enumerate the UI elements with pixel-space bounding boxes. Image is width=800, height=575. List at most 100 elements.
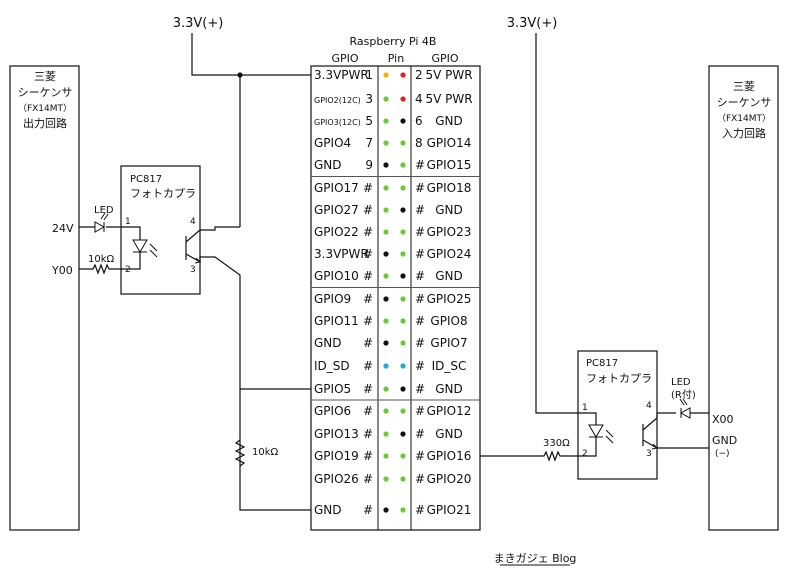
pin-name-left: GPIO11 xyxy=(314,314,359,328)
pin-dot-left xyxy=(383,476,389,482)
output-label-x00: X00 xyxy=(712,413,734,426)
pin-name-left: GPIO19 xyxy=(314,449,359,463)
pin-row: 3.3VPWR##GPIO24 xyxy=(314,247,471,261)
pin-name-right: GND xyxy=(435,269,463,283)
optocoupler-left-box xyxy=(120,165,201,295)
pin-number-right: # xyxy=(415,382,425,396)
pin-row: GPIO27##GND xyxy=(314,203,463,217)
pin-dot-left xyxy=(383,72,389,78)
pin-dot-left xyxy=(383,96,389,102)
pin-name-right: GPIO7 xyxy=(430,336,467,350)
wire-supply-right xyxy=(535,33,578,414)
pin-dot-left xyxy=(383,340,389,346)
pin-name-left: GPIO17 xyxy=(314,181,359,195)
pin-number-left: # xyxy=(363,472,373,486)
plc-input-box xyxy=(708,65,779,531)
resistor-label-left: 10kΩ xyxy=(88,254,115,265)
pin-number-left: # xyxy=(363,292,373,306)
plc-output-line-3: （FX14MT） xyxy=(18,103,72,114)
pin-name-right: GPIO16 xyxy=(427,449,472,463)
wire-oc-left-emitter xyxy=(199,256,311,511)
optocoupler-left-model: PC817 xyxy=(130,174,162,185)
pin-number-left: # xyxy=(363,382,373,396)
pin-dot-right xyxy=(400,296,406,302)
footer-blog-label: まきガジェ Blog xyxy=(494,552,577,565)
pin-name-left: ID_SD xyxy=(314,359,350,373)
pin-dot-right xyxy=(400,431,406,437)
pin-name-left: GND xyxy=(314,336,342,350)
pin-number-right: 2 xyxy=(415,68,423,82)
pin-number-left: # xyxy=(363,503,373,517)
plc-output-line-2: シーケンサ xyxy=(18,86,73,99)
plc-input-line-3: （FX14MT） xyxy=(717,113,771,124)
pullup-resistor-label: 10kΩ xyxy=(252,447,279,458)
pin-dot-right xyxy=(400,118,406,124)
pin-number-right: # xyxy=(415,472,425,486)
led-indicator-left-icon xyxy=(94,212,109,233)
pin-dot-right xyxy=(400,386,406,392)
pullup-resistor xyxy=(234,439,246,467)
pin-name-right: GND xyxy=(435,427,463,441)
optocoupler-right-pin-3: 3 xyxy=(646,449,652,459)
pin-name-left: GPIO13 xyxy=(314,427,359,441)
pin-number-right: # xyxy=(415,247,425,261)
plc-input-line-4: 入力回路 xyxy=(722,127,766,140)
junction-dot-top xyxy=(237,72,243,78)
pin-name-left: GPIO6 xyxy=(314,404,351,418)
pin-dot-right xyxy=(400,185,406,191)
pin-name-right: GPIO25 xyxy=(427,292,472,306)
led-indicator-right-icon xyxy=(679,398,691,419)
led-note-right: (R付) xyxy=(671,388,696,401)
pin-name-right: GPIO14 xyxy=(427,136,472,150)
pin-name-left: 3.3VPWR xyxy=(314,247,369,261)
pin-dot-right xyxy=(400,251,406,257)
pin-name-right: GPIO18 xyxy=(427,181,472,195)
plc-output-line-1: 三菱 xyxy=(34,70,56,83)
pin-name-right: ID_SC xyxy=(432,359,467,373)
pin-row: GPIO10##GND xyxy=(314,269,463,283)
pin-name-left: GPIO2(12C) xyxy=(314,96,361,105)
pin-dot-right xyxy=(400,408,406,414)
board-title: Raspberry Pi 4B xyxy=(350,35,437,48)
pin-row: GPIO22##GPIO23 xyxy=(314,225,471,239)
pin-dot-left xyxy=(383,273,389,279)
pin-dot-left xyxy=(383,453,389,459)
optocoupler-right-box xyxy=(577,350,658,480)
pin-dot-right xyxy=(400,507,406,513)
input-label-24v: 24V xyxy=(52,222,74,235)
pin-number-right: # xyxy=(415,269,425,283)
pin-name-right: GPIO23 xyxy=(427,225,472,239)
optocoupler-left-pin-3: 3 xyxy=(190,265,196,275)
pin-dot-left xyxy=(383,185,389,191)
pin-name-left: GPIO27 xyxy=(314,203,359,217)
pin-name-left: GPIO10 xyxy=(314,269,359,283)
pin-dot-left xyxy=(383,507,389,513)
pin-number-left: # xyxy=(363,359,373,373)
pin-dot-right xyxy=(400,96,406,102)
pin-number-left: # xyxy=(363,225,373,239)
pin-name-left: GPIO26 xyxy=(314,472,359,486)
pin-name-right: GPIO12 xyxy=(427,404,472,418)
pin-row: GPIO9##GPIO25 xyxy=(314,292,471,306)
pin-name-right: GPIO15 xyxy=(427,158,472,172)
pin-dot-right xyxy=(400,162,406,168)
pin-number-left: # xyxy=(363,247,373,261)
pin-header-frame xyxy=(310,65,481,531)
pin-dot-left xyxy=(383,251,389,257)
optocoupler-left-pin-1: 1 xyxy=(125,217,131,227)
wire-supply-left xyxy=(191,33,311,76)
optocoupler-right-pin-1: 1 xyxy=(582,403,588,413)
pin-number-right: # xyxy=(415,203,425,217)
pin-name-left: GPIO22 xyxy=(314,225,359,239)
pin-dot-left xyxy=(383,118,389,124)
pin-number-left: # xyxy=(363,203,373,217)
plc-input-line-2: シーケンサ xyxy=(717,96,772,109)
pin-number-left: # xyxy=(363,314,373,328)
pin-dot-left xyxy=(383,431,389,437)
resistor-label-right: 330Ω xyxy=(543,438,570,449)
pin-row: GPIO26##GPIO20 xyxy=(314,472,471,486)
pin-name-right: GPIO24 xyxy=(427,247,472,261)
pin-number-left: # xyxy=(363,404,373,418)
